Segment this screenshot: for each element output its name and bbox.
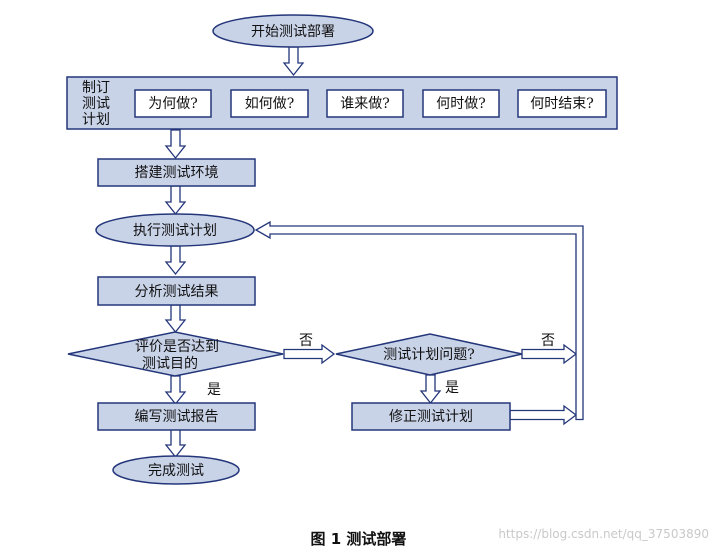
figure-caption: 图 1 测试部署 [310, 530, 407, 548]
arrow-loop-back-to-execute [254, 220, 584, 421]
arrow-issue-no-right [521, 343, 578, 365]
evaluate-decision [67, 331, 284, 377]
plan-why-box [134, 89, 212, 118]
fix-plan-node [351, 402, 511, 431]
plan-end-box [517, 89, 607, 118]
edge-label-issue-yes: 是 [445, 380, 459, 396]
arrow-execute-to-analyze [164, 245, 187, 276]
arrow-analyze-to-evaluate [164, 304, 187, 334]
arrow-start-to-plan [282, 46, 305, 77]
fix-plan-label: 修正测试计划 [389, 409, 473, 425]
evaluate-label-line-1: 评价是否达到 [135, 339, 219, 355]
write-report-node [97, 402, 256, 431]
start-label: 开始测试部署 [251, 24, 335, 40]
build-env-node [97, 158, 256, 187]
start-node [212, 14, 374, 48]
plan-end-label: 何时结束? [530, 96, 594, 112]
execute-label: 执行测试计划 [133, 223, 217, 239]
edge-label-issue-no: 否 [541, 333, 555, 349]
plan-when-label: 何时做? [436, 96, 486, 112]
analyze-node [97, 276, 256, 306]
edge-label-evaluate-no: 否 [299, 333, 313, 349]
plan-how-box [230, 89, 309, 118]
plan-why-label: 为何做? [148, 96, 198, 112]
arrow-fix-right [509, 404, 578, 426]
plan-who-box [326, 89, 404, 118]
plan-title-line-1: 制订 [82, 80, 110, 96]
edge-label-evaluate-yes: 是 [207, 382, 221, 398]
analyze-label: 分析测试结果 [135, 284, 219, 300]
arrow-evaluate-to-report [164, 375, 187, 406]
evaluate-label-line-2: 测试目的 [142, 356, 198, 372]
plan-who-label: 谁来做? [340, 96, 390, 112]
watermark: https://blog.csdn.net/qq_37503890 [498, 527, 709, 541]
finish-label: 完成测试 [148, 463, 204, 479]
plan-title-line-2: 测试 [82, 96, 110, 112]
plan-how-label: 如何做? [245, 96, 295, 112]
arrow-report-to-finish [164, 428, 187, 459]
arrow-build-to-execute [164, 185, 187, 216]
arrow-evaluate-to-issue [283, 343, 336, 365]
arrow-plan-to-build [164, 129, 187, 160]
plan-title-line-3: 计划 [82, 112, 110, 128]
finish-node [112, 455, 240, 485]
execute-node [95, 213, 255, 247]
plan-issue-decision [335, 333, 523, 376]
build-env-label: 搭建测试环境 [135, 165, 219, 181]
plan-when-box [422, 89, 500, 118]
write-report-label: 编写测试报告 [135, 409, 219, 425]
arrow-issue-to-fix [419, 374, 442, 405]
plan-issue-label: 测试计划问题? [383, 347, 475, 363]
